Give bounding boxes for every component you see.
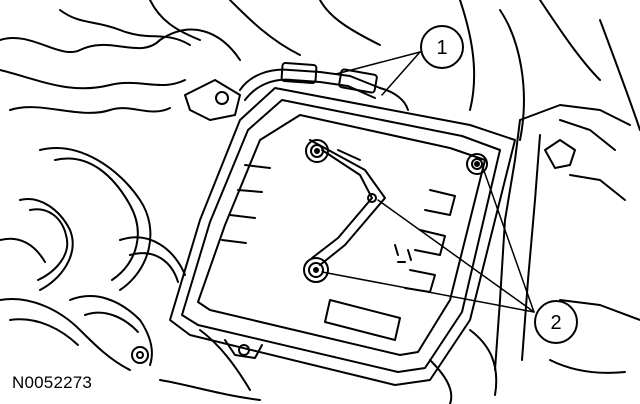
callout-2: 2 <box>321 167 578 344</box>
wiring-harness <box>239 62 409 111</box>
battery-tray <box>169 87 516 386</box>
callout-1-label: 1 <box>436 37 447 59</box>
figure-id-label: N0052273 <box>12 373 93 392</box>
callout-2-label: 2 <box>550 312 561 334</box>
callout-1: 1 <box>335 25 464 96</box>
bolt-lower-left <box>303 257 329 283</box>
bolt-right <box>466 153 488 175</box>
fasteners <box>303 139 488 283</box>
bolt-upper-left <box>305 139 329 163</box>
